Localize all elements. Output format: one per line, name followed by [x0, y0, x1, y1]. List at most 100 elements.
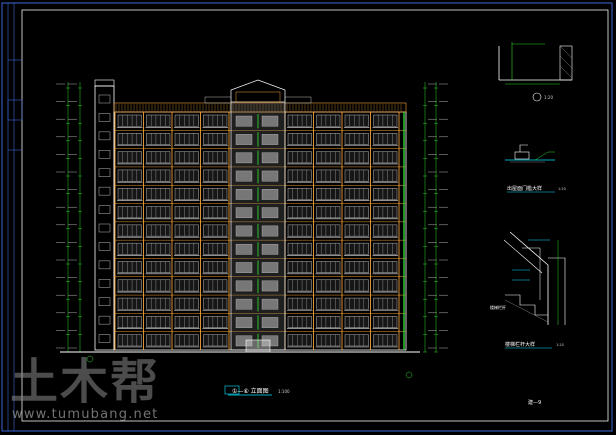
window	[316, 206, 341, 219]
window	[174, 297, 199, 310]
window	[203, 206, 228, 219]
window	[287, 297, 312, 310]
window	[146, 316, 171, 328]
window	[373, 334, 398, 347]
tower-window	[98, 168, 111, 177]
window	[316, 261, 341, 274]
title-strip	[7, 3, 23, 431]
window	[344, 279, 369, 292]
window	[316, 242, 341, 255]
window	[117, 151, 142, 164]
window	[373, 316, 398, 328]
window	[117, 261, 142, 274]
window	[146, 169, 171, 182]
window	[373, 169, 398, 182]
sheet-border-inner	[21, 9, 609, 422]
window	[203, 224, 228, 237]
right-dimension-lines	[423, 82, 448, 353]
window	[203, 242, 228, 255]
detail-bottom: 楼梯栏杆 楼梯栏杆大样 1:20	[490, 231, 566, 349]
detail-middle: 出屋面门槛大样 1:20	[505, 144, 566, 193]
tower-window	[98, 260, 111, 270]
window	[174, 334, 199, 347]
tower-window	[98, 94, 111, 104]
window	[203, 169, 228, 182]
window	[373, 133, 398, 145]
window	[117, 316, 142, 328]
window	[203, 297, 228, 310]
tower-window	[98, 242, 111, 251]
window	[117, 114, 142, 127]
stair-window	[235, 298, 253, 310]
tower-window	[98, 223, 111, 233]
window	[174, 279, 199, 292]
window	[287, 206, 312, 219]
window	[316, 279, 341, 292]
window	[174, 169, 199, 182]
stair-window	[261, 262, 279, 273]
window	[203, 316, 228, 328]
stair-window	[261, 207, 279, 219]
window	[117, 133, 142, 145]
window	[344, 114, 369, 127]
window	[287, 151, 312, 164]
window	[373, 206, 398, 219]
window	[146, 206, 171, 219]
axis-bubble	[86, 355, 94, 363]
window	[146, 242, 171, 255]
window	[203, 261, 228, 274]
window	[316, 297, 341, 310]
stair-window	[235, 207, 253, 219]
roof-gable	[230, 79, 286, 102]
tower-window	[98, 150, 111, 159]
window	[146, 151, 171, 164]
tower-window	[98, 186, 111, 196]
entrance	[245, 339, 271, 353]
window	[146, 261, 171, 274]
window	[117, 297, 142, 310]
elevation-scale: 1:100	[278, 389, 290, 394]
window	[287, 316, 312, 328]
stair-window	[235, 317, 253, 328]
stair-window	[235, 134, 253, 145]
window	[117, 206, 142, 219]
window	[146, 297, 171, 310]
roof-structure-right	[284, 96, 312, 104]
stair-window	[235, 189, 253, 200]
window	[373, 114, 398, 127]
sheet-number: 建—9	[528, 399, 541, 406]
window	[344, 224, 369, 237]
detail-bottom-title: 楼梯栏杆大样	[505, 341, 535, 348]
window	[203, 151, 228, 164]
window	[316, 334, 341, 347]
window	[344, 261, 369, 274]
roof-structures	[94, 79, 312, 104]
window	[117, 334, 142, 347]
window	[174, 206, 199, 219]
window	[287, 187, 312, 200]
detail-top-scale: 1:20	[544, 95, 553, 100]
window	[316, 114, 341, 127]
window	[117, 279, 142, 292]
stair-window	[235, 170, 253, 182]
window	[344, 334, 369, 347]
window	[203, 187, 228, 200]
detail-middle-title: 出屋面门槛大样	[507, 185, 542, 192]
stair-window	[261, 170, 279, 182]
detail-bottom-scale: 1:20	[556, 343, 564, 347]
stair-window	[235, 225, 253, 237]
watermark: 土木帮 www.tumubang.net	[10, 354, 160, 422]
window	[287, 261, 312, 274]
window	[203, 133, 228, 145]
window	[344, 187, 369, 200]
window	[287, 242, 312, 255]
watermark-logo: 土木帮	[10, 354, 160, 410]
facade	[60, 85, 420, 353]
window	[174, 133, 199, 145]
tower-window	[98, 113, 111, 122]
window	[316, 316, 341, 328]
detail-bottom-note: 楼梯栏杆	[490, 304, 506, 310]
window	[117, 187, 142, 200]
